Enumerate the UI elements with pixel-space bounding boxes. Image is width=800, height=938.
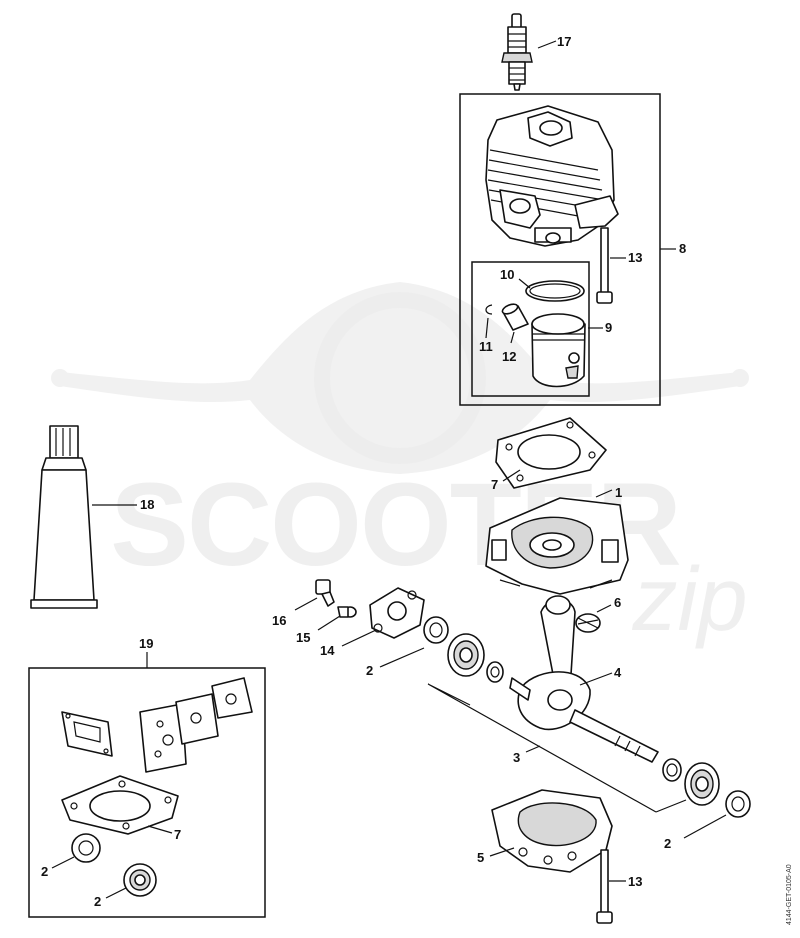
callout-2-c: 2 <box>41 864 48 879</box>
callout-15: 15 <box>296 630 310 645</box>
cylinder-icon <box>485 105 619 247</box>
piston-icon <box>531 313 586 388</box>
screw-icon <box>596 849 613 924</box>
valve-icon <box>315 579 335 607</box>
bearing-icon <box>725 790 751 818</box>
sleeve-icon <box>337 606 357 618</box>
flange-icon <box>369 587 425 639</box>
bearing-icon <box>447 633 485 677</box>
piston-pin-icon <box>501 303 529 331</box>
callout-8: 8 <box>679 241 686 256</box>
bearing-icon <box>423 616 449 644</box>
callout-11: 11 <box>479 339 493 354</box>
gasket-icon <box>61 711 113 757</box>
callout-5: 5 <box>477 850 484 865</box>
gasket-icon <box>495 417 607 489</box>
crankshaft-icon <box>509 595 659 763</box>
callout-12: 12 <box>502 349 516 364</box>
crankcase-upper-icon <box>485 497 629 595</box>
callout-7-lower: 7 <box>174 827 181 842</box>
callout-18: 18 <box>140 497 154 512</box>
callout-3: 3 <box>513 750 520 765</box>
bearing-icon <box>684 762 720 806</box>
callout-7-upper: 7 <box>491 477 498 492</box>
callout-13-upper: 13 <box>628 250 642 265</box>
bearing-icon <box>71 833 101 863</box>
bearing-icon <box>123 863 157 897</box>
callout-10: 10 <box>500 267 514 282</box>
piston-kit-frame <box>471 261 590 397</box>
callout-13-lower: 13 <box>628 874 642 889</box>
crankcase-lower-icon <box>491 789 613 873</box>
spark-plug-icon <box>501 13 533 91</box>
callout-2-b: 2 <box>664 836 671 851</box>
callout-4: 4 <box>614 665 622 680</box>
watermark-script: zip <box>631 550 747 650</box>
callout-2-a: 2 <box>366 663 373 678</box>
grease-tube-icon <box>30 425 98 609</box>
callout-9: 9 <box>605 320 612 335</box>
drawing-code: 4144-GET-0105-A0 <box>786 864 793 925</box>
gasket-icon <box>139 703 187 773</box>
gasket-icon <box>61 775 179 835</box>
shim-icon <box>486 661 504 683</box>
gasket-icon <box>211 677 253 719</box>
crankshaft-assembly-bracket <box>427 683 687 813</box>
shim-icon <box>662 758 682 782</box>
needle-cage-icon <box>575 613 601 633</box>
callout-17: 17 <box>557 34 571 49</box>
circlip-icon <box>485 304 493 315</box>
callout-16: 16 <box>272 613 286 628</box>
callout-1: 1 <box>615 485 622 500</box>
callout-14: 14 <box>320 643 335 658</box>
gasket-icon <box>175 693 219 745</box>
callout-19: 19 <box>139 636 153 651</box>
callout-2-d: 2 <box>94 894 101 909</box>
piston-ring-icon <box>525 280 585 302</box>
callout-6: 6 <box>614 595 621 610</box>
screw-icon <box>596 227 613 304</box>
